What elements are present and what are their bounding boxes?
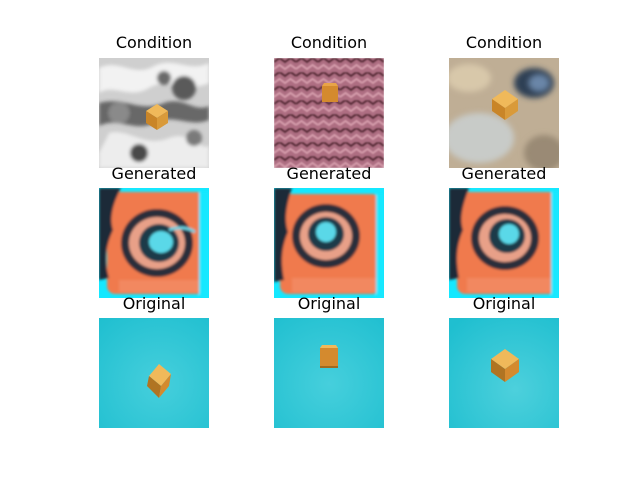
panel-title: Original xyxy=(297,294,361,313)
panel-title: Condition xyxy=(290,33,368,52)
panel-title: Original xyxy=(472,294,536,313)
generated-image-2 xyxy=(274,188,384,298)
panel-title: Original xyxy=(122,294,186,313)
generated-image-3 xyxy=(449,188,559,298)
orange-cube xyxy=(147,364,171,398)
original-image-3 xyxy=(449,318,559,428)
condition-image-2 xyxy=(274,58,384,168)
orange-cube xyxy=(320,345,338,368)
condition-image-1 xyxy=(99,58,209,168)
generated-image-1 xyxy=(99,188,209,298)
panel-title: Condition xyxy=(465,33,543,52)
panel-title: Generated xyxy=(111,164,197,183)
condition-image-3 xyxy=(449,58,559,168)
panel-title: Condition xyxy=(115,33,193,52)
orange-cube xyxy=(322,83,338,102)
orange-cube xyxy=(491,349,519,382)
original-image-2 xyxy=(274,318,384,428)
panel-title: Generated xyxy=(461,164,547,183)
panel-title: Generated xyxy=(286,164,372,183)
original-image-1 xyxy=(99,318,209,428)
orange-cube xyxy=(146,104,168,130)
orange-cube xyxy=(492,90,518,120)
